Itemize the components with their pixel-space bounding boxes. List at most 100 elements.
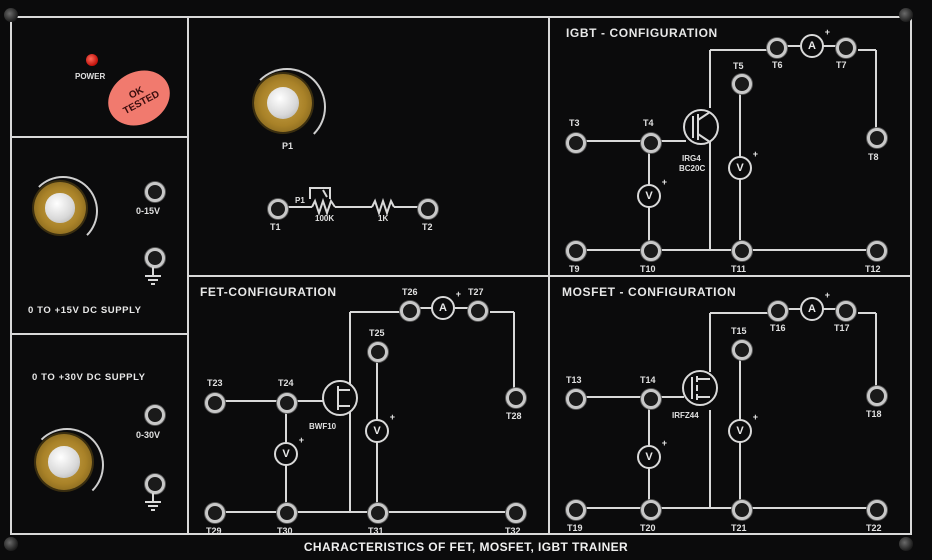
screw [899, 8, 913, 22]
terminal-t30[interactable] [277, 503, 297, 523]
terminal-label: T21 [731, 523, 747, 533]
terminal-t1[interactable] [268, 199, 288, 219]
terminal-t21[interactable] [732, 500, 752, 520]
fet-device-label: BWF10 [309, 422, 337, 431]
terminal-t8[interactable] [867, 128, 887, 148]
screw [899, 537, 913, 551]
mosfet-voltmeter-gate: V+ [637, 438, 667, 469]
terminal-label: T4 [643, 118, 654, 128]
terminal-t26[interactable] [400, 301, 420, 321]
terminal-t9[interactable] [566, 241, 586, 261]
meter-symbol: V [373, 425, 381, 437]
terminal-t27[interactable] [468, 301, 488, 321]
terminal-t12[interactable] [867, 241, 887, 261]
terminal-t7[interactable] [836, 38, 856, 58]
terminal-label: T29 [206, 526, 222, 536]
meter-symbol: V [645, 451, 653, 463]
terminal-label: T5 [733, 61, 744, 71]
terminal-t29[interactable] [205, 503, 225, 523]
plus-sign: + [298, 435, 304, 445]
supply-15v-knob[interactable] [34, 182, 86, 234]
terminal-t14[interactable] [641, 389, 661, 409]
terminal-label: T8 [868, 152, 879, 162]
mosfet-voltmeter-drain: V+ [728, 412, 758, 443]
terminal-t2[interactable] [418, 199, 438, 219]
terminal-t5[interactable] [732, 74, 752, 94]
terminal-label: T18 [866, 409, 882, 419]
mosfet-device-label: IRFZ44 [672, 411, 699, 420]
terminal-t22[interactable] [867, 500, 887, 520]
terminal-label: T13 [566, 375, 582, 385]
terminal-label: T16 [770, 323, 786, 333]
terminal-label: T30 [277, 526, 293, 536]
knob-arc [28, 176, 98, 246]
resistor-tag: P1 [295, 196, 305, 205]
supply-30v-ground-jack[interactable] [145, 474, 165, 494]
plus-sign: + [389, 412, 395, 422]
meter-symbol: V [282, 448, 290, 460]
screw [4, 8, 18, 22]
terminal-t13[interactable] [566, 389, 586, 409]
p1-knob[interactable] [254, 74, 312, 132]
supply-15v-ground-jack[interactable] [145, 248, 165, 268]
meter-symbol: V [736, 425, 744, 437]
terminal-label: T6 [772, 60, 783, 70]
igbt-device-label: IRG4 [682, 154, 701, 163]
terminal-label: T23 [207, 378, 223, 388]
igbt-voltmeter-gate: V+ [637, 177, 667, 208]
supply-15v-range-label: 0-15V [136, 206, 161, 216]
terminal-t10[interactable] [641, 241, 661, 261]
terminal-t11[interactable] [732, 241, 752, 261]
mosfet-ammeter: A+ [800, 290, 830, 321]
terminal-t32[interactable] [506, 503, 526, 523]
plus-sign: + [824, 290, 830, 300]
terminal-t31[interactable] [368, 503, 388, 523]
separator [187, 275, 912, 277]
terminal-t17[interactable] [836, 301, 856, 321]
terminal-t24[interactable] [277, 393, 297, 413]
terminal-t18[interactable] [867, 386, 887, 406]
supply-30v-output-jack[interactable] [145, 405, 165, 425]
meter-symbol: A [808, 40, 816, 52]
resistor-value: 100K [315, 214, 335, 223]
knob-arc [30, 428, 104, 502]
terminal-label: T26 [402, 287, 418, 297]
igbt-device-label: BC20C [679, 164, 706, 173]
terminal-label: T27 [468, 287, 484, 297]
terminal-t4[interactable] [641, 133, 661, 153]
terminal-label: T12 [865, 264, 881, 274]
terminal-label: T15 [731, 326, 747, 336]
terminal-label: T25 [369, 328, 385, 338]
terminal-label: T32 [505, 526, 521, 536]
separator [10, 136, 189, 138]
terminal-t6[interactable] [767, 38, 787, 58]
resistor-value: 1K [378, 214, 389, 223]
terminal-t23[interactable] [205, 393, 225, 413]
supply-15v-output-jack[interactable] [145, 182, 165, 202]
fet-voltmeter-drain: V+ [365, 412, 395, 443]
terminal-label: T7 [836, 60, 847, 70]
terminal-label: T17 [834, 323, 850, 333]
separator [10, 333, 189, 335]
terminal-t3[interactable] [566, 133, 586, 153]
meter-symbol: A [439, 302, 447, 314]
knob-arc [248, 68, 326, 146]
terminal-label: T22 [866, 523, 882, 533]
terminal-label: T20 [640, 523, 656, 533]
terminal-t16[interactable] [768, 301, 788, 321]
terminal-label: T19 [567, 523, 583, 533]
terminal-label: T24 [278, 378, 294, 388]
meter-symbol: A [808, 303, 816, 315]
plus-sign: + [455, 289, 461, 299]
supply-30v-knob[interactable] [36, 434, 92, 490]
mosfet-section-title: MOSFET - CONFIGURATION [562, 285, 737, 299]
terminal-t15[interactable] [732, 340, 752, 360]
panel-footer-title: CHARACTERISTICS OF FET, MOSFET, IGBT TRA… [303, 540, 629, 554]
terminal-t19[interactable] [566, 500, 586, 520]
fet-section-title: FET-CONFIGURATION [200, 285, 337, 299]
terminal-t20[interactable] [641, 500, 661, 520]
terminal-t25[interactable] [368, 342, 388, 362]
igbt-voltmeter-collector: V+ [728, 149, 758, 180]
plus-sign: + [824, 27, 830, 37]
terminal-t28[interactable] [506, 388, 526, 408]
